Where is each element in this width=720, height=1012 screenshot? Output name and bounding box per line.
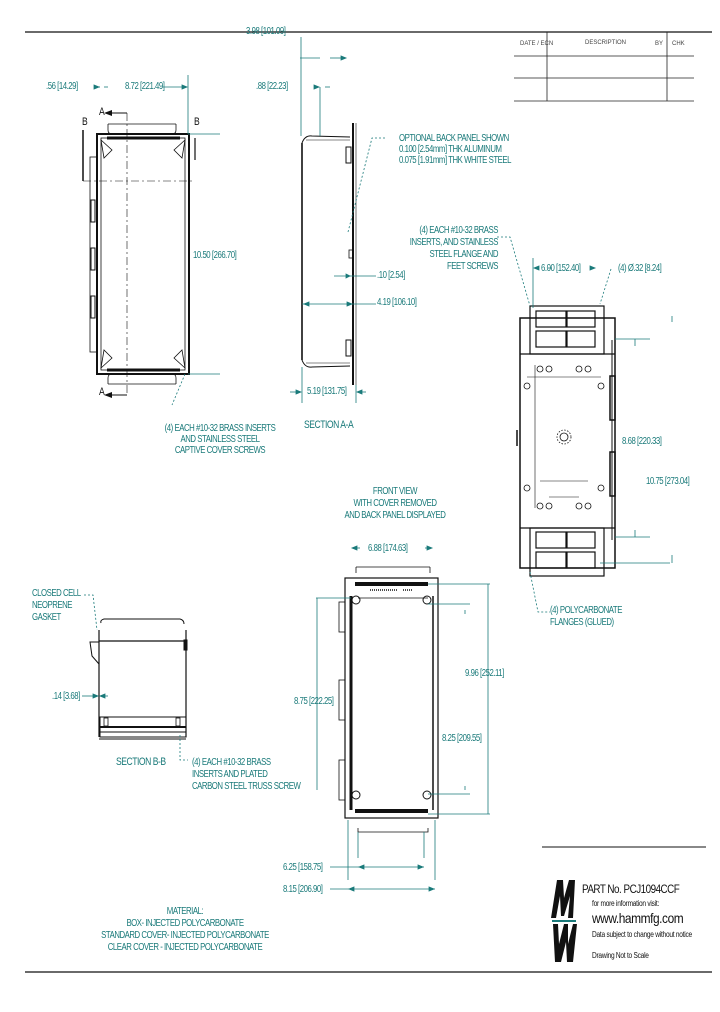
note-flange-screws-3: STEEL FLANGE AND: [429, 249, 498, 260]
dim-section-aa-flange: .88 [22.23]: [256, 81, 288, 92]
rev-header-by: BY: [655, 41, 664, 47]
rev-header-date: DATE / ECN: [520, 41, 554, 47]
dim-top-left-offset: .56 [14.29]: [46, 81, 78, 92]
back-view-outline: [516, 305, 616, 577]
note-flange-screws-2: INSERTS, AND STAINLESS: [409, 237, 499, 248]
section-aa-outline: [301, 123, 357, 385]
front-view-title-1: FRONT VIEW: [372, 486, 418, 497]
section-marker-b-left: B: [82, 116, 88, 128]
disclaimer-text: Data subject to change without notice: [592, 930, 692, 939]
dim-panel-thickness: .10 [2.54]: [377, 270, 405, 281]
note-gasket-2: NEOPRENE: [32, 600, 73, 611]
dim-front-inner-height: 8.25 [209.55]: [442, 733, 482, 744]
note-captive-screws-2: AND STAINLESS STEEL: [180, 434, 260, 445]
note-captive-screws-1: (4) EACH #10-32 BRASS INSERTS: [164, 423, 276, 434]
dim-front-outer-height: 9.96 [252.11]: [465, 668, 504, 679]
note-truss-screw-3: CARBON STEEL TRUSS SCREW: [192, 781, 301, 792]
info-text: for more information visit:: [592, 899, 660, 908]
dim-mounting-holes: (4) Ø.32 [8.24]: [618, 263, 662, 274]
material-heading: MATERIAL:: [166, 906, 204, 917]
dim-back-inner-height: 8.68 [220.33]: [622, 436, 662, 447]
note-back-panel-2: 0.100 [2.54mm] THK ALUMINUM: [399, 144, 502, 155]
dim-section-aa-top: 3.98 [101.09]: [246, 26, 286, 37]
section-aa-title: SECTION A-A: [304, 419, 354, 431]
dim-front-left-height: 8.75 [222.25]: [294, 696, 334, 707]
dim-panel-width: 6.25 [158.75]: [283, 862, 323, 873]
dim-top-width: 8.72 [221.49]: [125, 81, 165, 92]
hammond-logo-icon: [551, 880, 577, 962]
section-marker-a-top: A: [99, 106, 105, 118]
dim-front-width: 6.88 [174.63]: [368, 543, 408, 554]
note-captive-screws-3: CAPTIVE COVER SCREWS: [174, 445, 266, 456]
note-flange-screws-4: FEET SCREWS: [446, 261, 499, 272]
rev-header-description: DESCRIPTION: [585, 40, 627, 46]
dim-back-width: 6.00 [152.40]: [541, 263, 581, 274]
dim-overall-width: 8.15 [206.90]: [283, 884, 323, 895]
note-flanges-1: (4) POLYCARBONATE: [550, 605, 622, 616]
material-box: BOX- INJECTED POLYCARBONATE: [126, 918, 244, 929]
note-truss-screw-1: (4) EACH #10-32 BRASS: [192, 757, 271, 768]
dim-top-height: 10.50 [266.70]: [193, 250, 237, 261]
note-flanges-2: FLANGES (GLUED): [550, 617, 614, 628]
front-view-outline: [338, 566, 439, 833]
dim-section-aa-depth: 4.19 [106.10]: [377, 297, 417, 308]
note-back-panel-1: OPTIONAL BACK PANEL SHOWN: [399, 133, 509, 144]
rev-header-chk: CHK: [672, 41, 685, 47]
note-gasket-3: GASKET: [32, 612, 61, 623]
note-flange-screws-1: (4) EACH #10-32 BRASS: [419, 225, 498, 236]
section-bb-title: SECTION B-B: [116, 756, 166, 768]
website-link[interactable]: www.hammfg.com: [592, 910, 684, 926]
dim-section-aa-overall: 5.19 [131.75]: [307, 386, 347, 397]
note-back-panel-3: 0.075 [1.91mm] THK WHITE STEEL: [399, 155, 511, 166]
scale-note: Drawing Not to Scale: [592, 951, 649, 960]
note-truss-screw-2: INSERTS AND PLATED: [192, 769, 268, 780]
part-number: PART No. PCJ1094CCF: [582, 882, 680, 896]
top-view-outline: [82, 110, 196, 398]
dim-wall-thickness: .14 [3.68]: [52, 691, 80, 702]
section-marker-a-bottom: A: [99, 386, 105, 398]
front-view-title-2: WITH COVER REMOVED: [353, 498, 437, 509]
note-gasket-1: CLOSED CELL: [32, 588, 81, 599]
dim-back-outer-height: 10.75 [273.04]: [646, 476, 690, 487]
section-bb-outline: [89, 618, 188, 740]
material-standard-cover: STANDARD COVER- INJECTED POLYCARBONATE: [101, 930, 269, 941]
front-view-title-3: AND BACK PANEL DISPLAYED: [344, 510, 446, 521]
material-clear-cover: CLEAR COVER - INJECTED POLYCARBONATE: [107, 942, 263, 953]
section-marker-b-right: B: [194, 116, 200, 128]
